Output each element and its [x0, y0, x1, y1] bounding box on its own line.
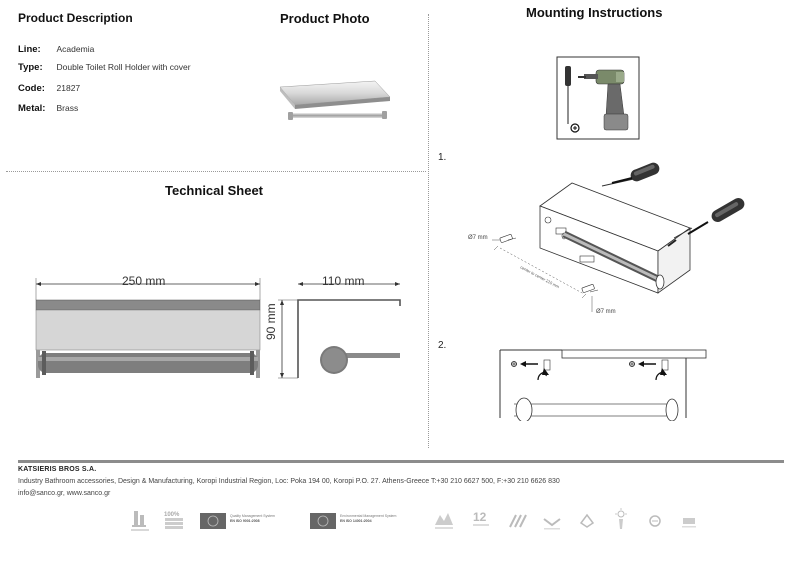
- spec-key: Type:: [18, 62, 43, 73]
- rust-free-icon: [682, 518, 696, 528]
- technical-front-view: [35, 278, 261, 378]
- spec-row-code: Code: 21827: [18, 83, 80, 94]
- mounting-step-2-diagram: [499, 349, 707, 421]
- warranty-years: 12: [473, 510, 487, 524]
- spec-row-line: Line: Academia: [18, 44, 94, 55]
- recycle-icon: [579, 513, 595, 528]
- spec-row-metal: Metal: Brass: [18, 103, 78, 114]
- step-2-number: 2.: [438, 340, 447, 351]
- spec-key: Metal:: [18, 103, 46, 114]
- spec-key: Line:: [18, 44, 41, 55]
- mounting-step-1-diagram: center to center 215 mm: [492, 162, 745, 312]
- stripes-icon: [509, 514, 527, 528]
- eco-icon: [649, 515, 661, 527]
- mounting-instructions-title: Mounting Instructions: [526, 5, 663, 20]
- iso-14001-badge: [310, 513, 336, 529]
- technical-sheet-title: Technical Sheet: [165, 183, 264, 198]
- iso-9001-title: Quality Management System: [230, 514, 275, 518]
- center-distance-label: center to center 215 mm: [520, 264, 561, 289]
- product-photo: [279, 80, 391, 120]
- spec-row-type: Type: Double Toilet Roll Holder with cov…: [18, 62, 191, 73]
- percent-text: 100%: [164, 512, 180, 518]
- product-photo-title: Product Photo: [280, 11, 370, 26]
- iso-9001-standard: EN ISO 9001:2008: [230, 519, 260, 523]
- vertical-divider: [428, 14, 429, 448]
- water-saving-icon: [543, 518, 561, 530]
- brass-logo-icon: [435, 513, 453, 529]
- spec-value: Academia: [56, 44, 95, 54]
- spec-value: Brass: [56, 103, 79, 113]
- spec-value: 21827: [56, 83, 81, 93]
- horizontal-divider: [6, 171, 426, 172]
- warranty-icon: 12: [473, 510, 489, 526]
- certification-logos: 100% Quality Management System EN ISO 90…: [120, 506, 710, 536]
- step-1-number: 1.: [438, 152, 447, 163]
- height-dimension: 90 mm: [264, 303, 278, 340]
- technical-side-view: [278, 282, 401, 379]
- iso-14001-standard: EN ISO 14001:2004: [340, 519, 372, 523]
- spec-value: Double Toilet Roll Holder with cover: [56, 62, 191, 72]
- company-address: Industry Bathroom accessories, Design & …: [18, 478, 560, 485]
- hotel-icon: [131, 511, 149, 531]
- depth-dimension: 110 mm: [322, 274, 365, 288]
- company-contacts: info@sanco.gr, www.sanco.gr: [18, 490, 111, 497]
- sun-resistant-icon: [615, 508, 627, 529]
- product-description-title: Product Description: [18, 11, 133, 25]
- company-name: KATSIERIS BROS S.A.: [18, 466, 97, 473]
- hole-label-2: Ø7 mm: [596, 309, 616, 315]
- footer-divider: [18, 460, 784, 463]
- hole-label-1: Ø7 mm: [468, 235, 488, 241]
- width-dimension: 250 mm: [122, 274, 166, 288]
- iso-14001-title: Environmental Management System: [340, 514, 397, 518]
- spec-key: Code:: [18, 83, 45, 94]
- percent-quality-icon: 100%: [164, 512, 183, 529]
- iso-9001-badge: [200, 513, 226, 529]
- tools-icon: [556, 56, 640, 140]
